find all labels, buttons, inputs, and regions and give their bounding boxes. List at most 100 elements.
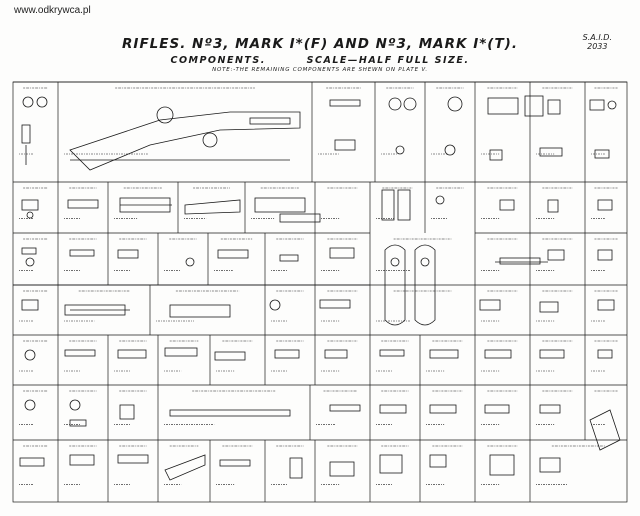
bolt-head (36, 96, 48, 108)
bolt-ring (403, 97, 417, 111)
part-outline (597, 249, 613, 261)
part-outline (21, 199, 39, 211)
part-outline (429, 404, 457, 414)
part-outline (539, 404, 561, 414)
part-outline (597, 199, 613, 211)
bolt-ring (447, 96, 463, 112)
part-outline (249, 117, 291, 125)
part-hole (444, 144, 456, 156)
part-outline (524, 95, 544, 117)
part-outline (589, 99, 605, 111)
part-outline (117, 249, 139, 259)
part-outline (329, 404, 361, 412)
part-outline (324, 349, 348, 359)
part-outline (217, 249, 249, 259)
part-outline (539, 349, 565, 359)
part-hole (395, 145, 405, 155)
sheet-title: RIFLES. Nº3, MARK I*(F) AND Nº3, MARK I*… (122, 36, 518, 52)
cocking-piece (156, 106, 174, 124)
part-outline (279, 213, 321, 223)
part-labels (19, 87, 618, 485)
watermark-text: www.odkrywca.pl (14, 5, 91, 16)
part-profile (164, 454, 206, 481)
title-block: RIFLES. Nº3, MARK I*(F) AND Nº3, MARK I*… (0, 36, 640, 73)
magazine-case (414, 244, 436, 326)
part-hole (269, 299, 281, 311)
part-outline (19, 457, 45, 467)
part-outline (597, 349, 613, 359)
sheet-border (12, 81, 628, 503)
part-outline (69, 249, 95, 257)
part-hole (185, 257, 195, 267)
cocking-piece (202, 132, 218, 148)
grid-lines (12, 81, 628, 503)
part-outline (21, 299, 39, 311)
part-outline (334, 139, 356, 151)
bolt-assembly (69, 111, 301, 171)
part-sketches (19, 95, 621, 481)
part-outline (219, 459, 251, 467)
part-outline (484, 404, 510, 414)
part-outline (117, 454, 149, 464)
foresight-block (329, 461, 355, 477)
part-outline (279, 254, 299, 262)
part-outline (21, 247, 37, 255)
part-outline (479, 299, 501, 311)
part-outline (67, 199, 99, 209)
part-hole (390, 257, 400, 267)
part-outline (119, 404, 135, 420)
bayonet-fitting (589, 409, 621, 451)
sheet-subtitle: COMPONENTS. SCALE—HALF FULL SIZE. (0, 55, 640, 66)
nose-cap (169, 409, 291, 417)
bolt-ring (388, 97, 402, 111)
part-outline (597, 299, 615, 311)
part-outline (547, 99, 561, 115)
part-outline (329, 247, 355, 259)
part-outline (329, 99, 361, 107)
trigger-guard (169, 304, 231, 318)
subtitle-components: COMPONENTS. (170, 55, 266, 66)
reference-block: S.A.I.D. 2033 (583, 33, 612, 51)
magazine-spring (381, 189, 395, 221)
reference-number: 2033 (587, 42, 608, 51)
part-outline (254, 197, 306, 213)
magazine-case (384, 244, 406, 326)
part-hole (26, 211, 34, 219)
part-outline (274, 349, 300, 359)
reference-code: S.A.I.D. (582, 33, 612, 42)
sheet-note: NOTE:-THE REMAINING COMPONENTS ARE SHEWN… (212, 67, 428, 73)
part-outline (489, 149, 503, 161)
part-hole (420, 257, 430, 267)
part-hole (607, 100, 617, 110)
part-outline (319, 299, 351, 309)
part-outline (487, 97, 519, 115)
part-hole (25, 257, 35, 267)
part-outline (69, 419, 87, 427)
part-outline (539, 457, 561, 473)
part-outline (539, 301, 559, 313)
part-outline (489, 454, 515, 476)
part-outline (429, 454, 447, 468)
part-hole (69, 399, 81, 411)
part-hole (24, 349, 36, 361)
part-outline (499, 257, 541, 265)
part-profile (184, 199, 241, 215)
part-hole (435, 195, 445, 205)
part-outline (214, 351, 246, 361)
part-outline (379, 349, 405, 357)
part-outline (429, 349, 459, 359)
part-outline (379, 454, 403, 474)
part-outline (547, 249, 565, 261)
part-outline (539, 147, 563, 157)
part-outline (164, 347, 198, 357)
part-outline (69, 454, 95, 466)
bolt-head (22, 96, 34, 108)
part-outline (379, 404, 407, 414)
part-hole (24, 399, 36, 411)
part-outline (117, 349, 147, 359)
subtitle-scale: SCALE—HALF FULL SIZE. (306, 55, 470, 66)
part-outline (547, 199, 559, 213)
part-outline (499, 199, 515, 211)
